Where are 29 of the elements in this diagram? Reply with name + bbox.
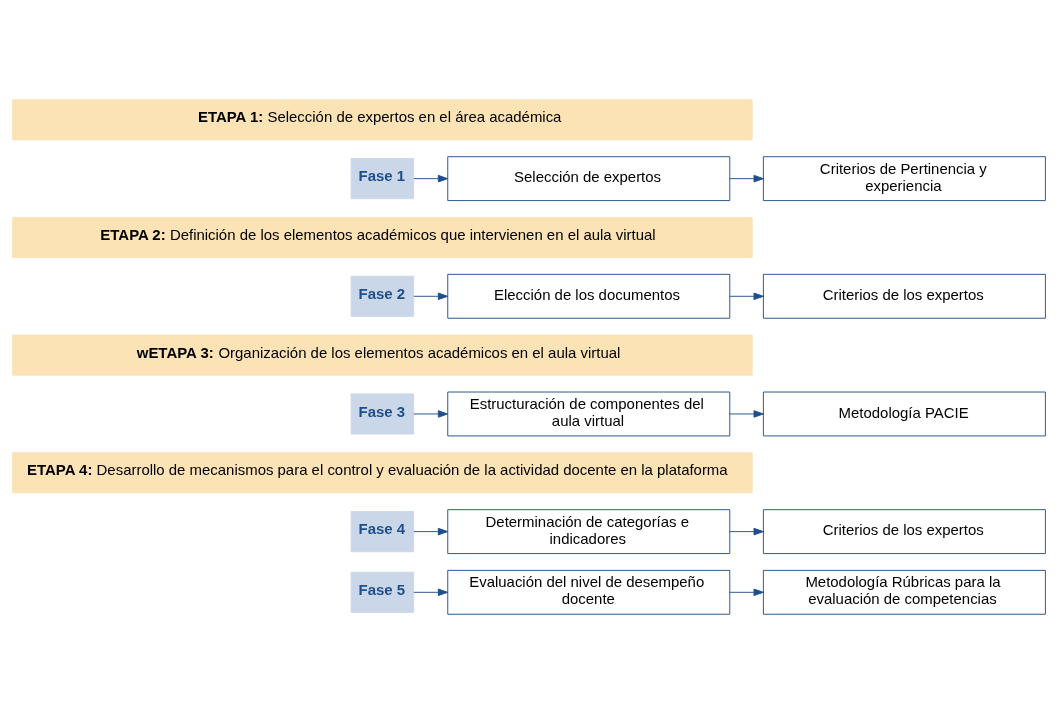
arrow [413,527,449,535]
arrow [413,292,449,300]
node-box: Criterios de Pertinencia y experiencia [762,155,1046,201]
node-box: Evaluación del nivel de desempeño docente [447,569,731,615]
arrow [413,409,449,418]
node-box: Fase 4 [350,510,415,552]
arrow [729,527,764,535]
node-box: Fase 1 [350,157,415,199]
node-box: Metodología PACIE [762,391,1046,436]
node-box: Determinación de categorías e indicadores [447,508,731,554]
node-box: ETAPA 4: Desarrollo de mecanismos para el control y evaluación de la actividad docente en la plataforma [12,451,753,493]
node-box: Criterios de los expertos [762,273,1046,319]
node-box: Selección de expertos [447,155,731,201]
node-box: Fase 3 [350,392,415,434]
arrow [729,409,764,418]
arrow [729,292,764,300]
arrow [729,174,764,182]
arrow [413,588,449,596]
node-box: Metodología Rúbricas para la evaluación de competencias [762,569,1046,615]
arrow [413,174,449,182]
arrow [729,588,764,596]
node-box: Elección de los documentos [447,273,731,319]
node-box: Estructuración de componentes del aula virtual [447,391,731,436]
node-box: ETAPA 1: Selección de expertos en el área académica [12,98,753,140]
node-box: wETAPA 3: Organización de los elementos académicos en el aula virtual [12,334,753,376]
node-box: Criterios de los expertos [762,508,1046,554]
node-box: ETAPA 2: Definición de los elementos académicos que intervienen en el aula virtual [12,216,753,258]
node-box: Fase 2 [350,275,415,317]
node-box: Fase 5 [350,571,415,613]
